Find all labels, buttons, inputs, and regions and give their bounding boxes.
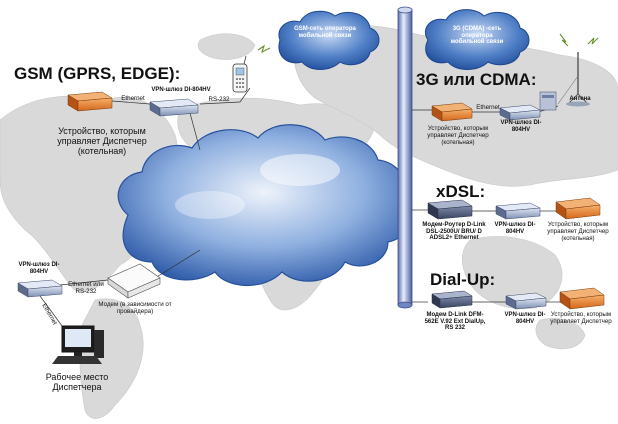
cdma-device-box — [431, 102, 473, 122]
gsm-rs232-label: RS-232 — [208, 96, 230, 103]
cdma-vpn-label: VPN-шлюз DI-804HV — [500, 120, 542, 133]
cdma-modem — [539, 91, 557, 111]
section-title-gsm: GSM (GPRS, EDGE): — [14, 64, 181, 83]
gsm-ethernet-label: Ethernet — [121, 95, 145, 102]
cdma-cloud-label: 3G (CDMA) -сеть оператора мобильной связ… — [450, 26, 504, 46]
section-title-dialup: Dial-Up: — [430, 270, 496, 289]
gsm-cloud-label: GSM-сеть оператора мобильной связи — [294, 26, 356, 39]
gsm-vpn-gateway — [149, 98, 199, 117]
gsm-vpn-label: VPN-шлюз DI-804HV — [151, 87, 211, 93]
dialup-vpn-gateway — [505, 292, 547, 310]
internet-cloud — [117, 124, 411, 287]
section-title-cdma: 3G или CDMA: — [416, 70, 537, 89]
gsm-network-cloud — [278, 10, 380, 70]
antenna-label: Антена — [569, 96, 591, 102]
dispatcher-vpn-label: VPN-шлюз DI-804HV — [18, 262, 60, 275]
xdsl-modem-label: Модем-Роутер D-Link DSL-2500U/ BRU/ D AD… — [422, 222, 486, 242]
dialup-modem-label: Модем D-Link DFM-562E V.92 Ext DialUp, R… — [424, 312, 486, 332]
dispatcher-link-label: Ethernet или RS-232 — [68, 281, 104, 295]
xdsl-modem-router — [427, 199, 473, 220]
dialup-device-box — [559, 287, 605, 310]
dialup-vpn-label: VPN-шлюз DI-804HV — [504, 312, 546, 325]
dialup-modem — [431, 290, 473, 309]
xdsl-vpn-label: VPN-шлюз DI-804HV — [494, 222, 536, 235]
antenna-icon — [557, 52, 590, 107]
section-title-xdsl: xDSL: — [436, 182, 486, 201]
cdma-ethernet-label: Ethernet — [476, 104, 500, 111]
dialup-device-label: Устройство, которым управляет Диспетчер — [550, 311, 612, 325]
xdsl-device-label: Устройство, которым управляет Диспетчер … — [547, 221, 609, 242]
cdma-network-cloud — [424, 9, 530, 70]
dispatcher-vpn-gateway — [17, 279, 63, 298]
workstation-label: Рабочее место Диспетчера — [45, 372, 109, 393]
dispatcher-modem-label: Модем (в зависимости от провайдера) — [98, 301, 172, 315]
xdsl-device-box — [555, 197, 601, 220]
cdma-device-label: Устройство, которым управляет Диспетчер … — [427, 125, 489, 146]
gsm-device-box — [67, 91, 113, 112]
cdma-vpn-gateway — [499, 104, 541, 121]
dispatcher-modem — [107, 263, 161, 299]
backbone-pipe — [397, 6, 413, 309]
mobile-phone-icon — [232, 55, 248, 93]
xdsl-vpn-gateway — [495, 202, 541, 220]
workstation-computer-icon — [52, 325, 104, 364]
wireless-signal-icon — [257, 33, 599, 54]
gsm-device-label: Устройство, которым управляет Диспетчер … — [57, 126, 147, 157]
